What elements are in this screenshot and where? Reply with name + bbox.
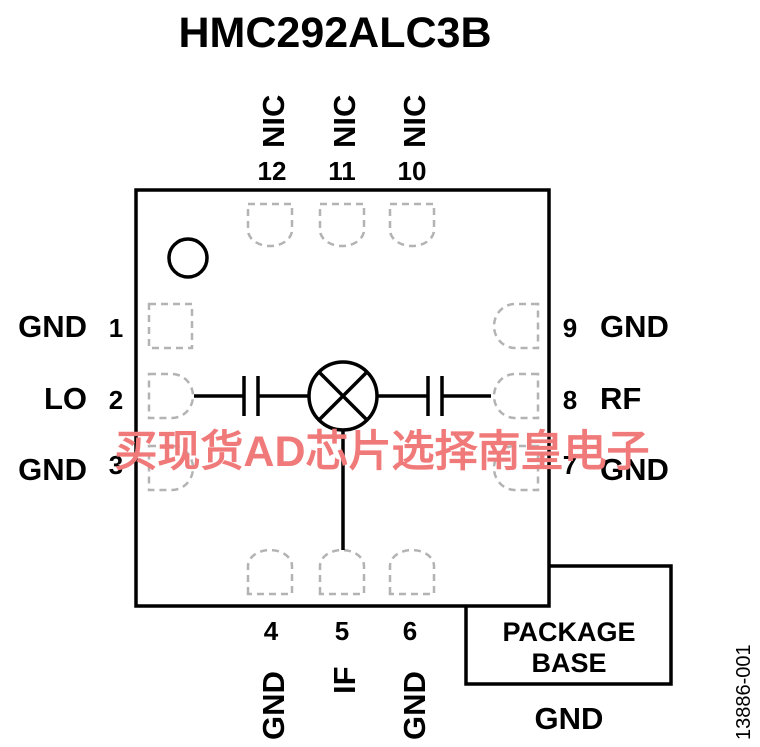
pad-3	[147, 444, 195, 492]
rf-capacitor-symbol	[377, 376, 491, 416]
pin4-name: GND	[256, 671, 291, 740]
pin5-name: IF	[327, 666, 362, 694]
watermark-text: 买现货AD芯片选择南皇电子	[114, 428, 649, 476]
pin8-name: RF	[600, 381, 641, 416]
pin11-name: NIC	[327, 95, 362, 148]
pin1-indicator-circle	[167, 237, 209, 279]
pin8-number: 8	[563, 385, 577, 415]
pad-8	[492, 372, 540, 420]
pin12-number: 12	[258, 156, 287, 186]
package-base-label-line1: PACKAGE	[502, 617, 635, 647]
pin9-number: 9	[563, 313, 577, 343]
pad-12	[246, 202, 294, 248]
pin9-name: GND	[600, 309, 669, 344]
pad-4	[246, 548, 294, 596]
lo-capacitor-symbol	[194, 376, 309, 416]
part-number-title: HMC292ALC3B	[178, 9, 491, 57]
pin7-number: 7	[563, 450, 577, 480]
pin3-name: GND	[18, 452, 87, 487]
pad-6	[388, 548, 436, 596]
pin6-number: 6	[403, 616, 417, 646]
pin10-name: NIC	[397, 95, 432, 148]
pin5-number: 5	[335, 616, 349, 646]
figure-id: 13886-001	[733, 644, 755, 740]
pad-1	[147, 302, 194, 350]
pad-9	[492, 302, 540, 350]
pin12-name: NIC	[256, 95, 291, 148]
pad-5	[318, 548, 366, 596]
pin11-number: 11	[328, 156, 356, 186]
pin2-name: LO	[44, 381, 87, 416]
pin6-name: GND	[397, 671, 432, 740]
pin1-number: 1	[109, 313, 123, 343]
pad-10	[388, 202, 436, 248]
pad-11	[318, 202, 366, 248]
pin10-number: 10	[398, 156, 427, 186]
mixer-symbol	[307, 360, 379, 432]
pin1-name: GND	[18, 309, 87, 344]
package-base-pin-name: GND	[535, 701, 604, 736]
pad-2	[147, 372, 195, 420]
pin7-name: GND	[600, 452, 669, 487]
pin3-number: 3	[109, 450, 123, 480]
pin2-number: 2	[109, 385, 123, 415]
package-base-label-line2: BASE	[531, 648, 606, 678]
pin4-number: 4	[264, 616, 279, 646]
pad-7	[492, 444, 540, 492]
